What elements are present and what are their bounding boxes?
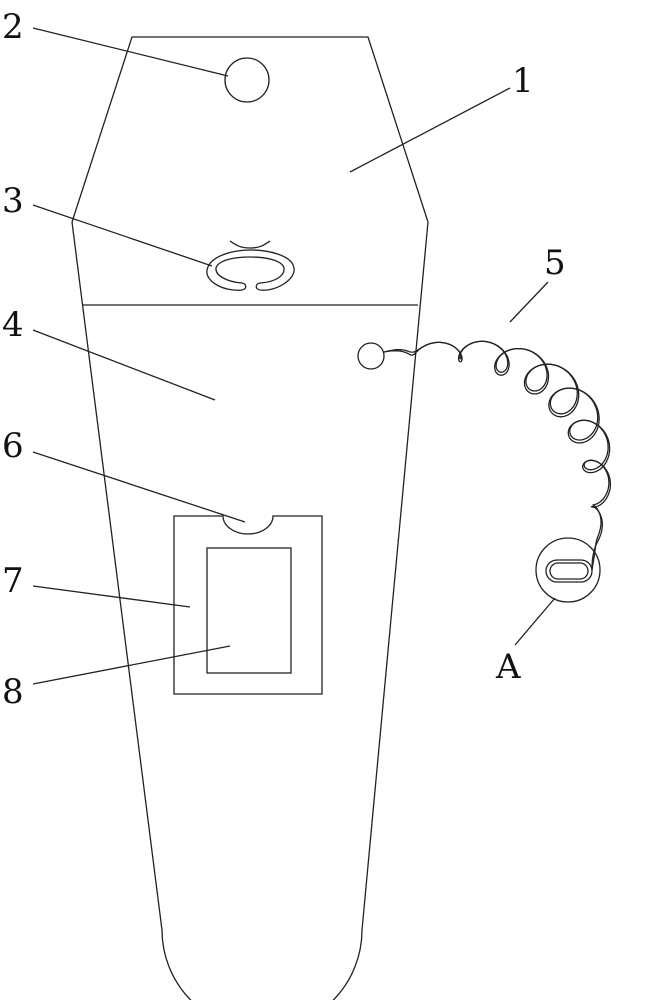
label-6: 6 <box>2 426 24 466</box>
head-panel <box>71 36 429 223</box>
spring-cord-inner <box>383 340 612 570</box>
label-7: 7 <box>2 561 24 601</box>
sheath-body <box>71 221 429 1000</box>
c-clip <box>206 240 295 291</box>
hang-hole <box>224 57 270 103</box>
label-3: 3 <box>2 181 24 221</box>
card-window <box>206 547 292 674</box>
card-holder <box>173 515 323 695</box>
spring-cord <box>383 340 610 571</box>
cord-anchor <box>357 342 385 370</box>
cord-clip-inner <box>549 562 589 580</box>
label-8: 8 <box>2 672 24 712</box>
label-5: 5 <box>544 243 566 283</box>
label-1: 1 <box>512 61 534 101</box>
cord-clip <box>545 559 593 583</box>
leader-lines <box>32 27 556 685</box>
label-2: 2 <box>2 7 24 47</box>
label-4: 4 <box>2 305 24 345</box>
label-a: A <box>495 647 521 687</box>
detail-a-circle <box>535 537 601 603</box>
